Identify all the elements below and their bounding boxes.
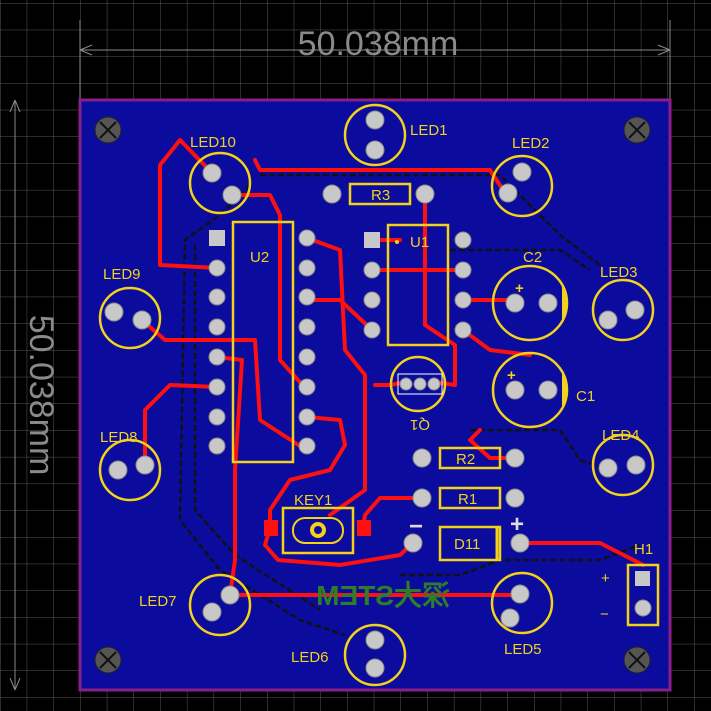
dimension-width-label: 50.038mm (298, 25, 459, 63)
u2-label: U2 (250, 249, 269, 266)
ic-u2[interactable] (208, 220, 316, 464)
r3-label: R3 (371, 187, 390, 204)
ic-pin (298, 259, 316, 277)
ic-pin (298, 229, 316, 247)
ic-pin (208, 318, 226, 336)
led5-label: LED5 (504, 641, 542, 658)
transistor-q1[interactable] (389, 355, 447, 413)
dimension-vertical (9, 99, 21, 691)
c2-plus: + (515, 280, 524, 297)
led1-label: LED1 (410, 122, 448, 139)
h1-plus: + (601, 570, 610, 587)
ic-pin (208, 348, 226, 366)
led9[interactable] (98, 286, 162, 350)
ic-pin (208, 408, 226, 426)
ic-pin (298, 408, 316, 426)
led8-label: LED8 (100, 429, 138, 446)
d11-label: D11 (454, 536, 480, 553)
h1-minus: − (600, 606, 609, 623)
resistor-r2[interactable] (412, 446, 525, 470)
led6[interactable] (343, 623, 407, 687)
u1-label: U1 (410, 234, 429, 251)
led8[interactable] (98, 438, 162, 502)
ic-pin (209, 230, 225, 246)
ic-pin (208, 259, 226, 277)
ic-u1[interactable] (363, 223, 472, 347)
led3-label: LED3 (600, 264, 638, 281)
r1-label: R1 (458, 491, 477, 508)
switch-key1[interactable] (264, 506, 371, 555)
diode-d11[interactable] (403, 525, 530, 562)
resistor-r3[interactable] (322, 182, 435, 206)
d11-minus: − (409, 513, 423, 540)
q1-label: Q1 (410, 416, 430, 433)
c1-plus: + (507, 367, 516, 384)
led1[interactable] (343, 103, 407, 167)
ic-pin (363, 261, 381, 279)
ic-pin (298, 288, 316, 306)
ic-pin (298, 348, 316, 366)
ic-pin (363, 321, 381, 339)
header-h1[interactable] (626, 563, 660, 627)
ic-pin (454, 231, 472, 249)
mounting-hole-crosses (99, 121, 646, 669)
led10-label: LED10 (190, 134, 236, 151)
ic-pin (208, 378, 226, 396)
led10[interactable] (188, 151, 252, 215)
led2-label: LED2 (512, 135, 550, 152)
ic-pin (363, 291, 381, 309)
led7[interactable] (188, 573, 252, 637)
ic-pin (454, 261, 472, 279)
led3[interactable] (591, 278, 655, 342)
ic-pin (298, 318, 316, 336)
dimension-height-label: 50.038mm (22, 315, 60, 476)
c1-label: C1 (576, 388, 595, 405)
key1-label: KEY1 (294, 492, 332, 509)
capacitor-c1[interactable] (491, 351, 569, 429)
led9-label: LED9 (103, 266, 141, 283)
board-logo: 深大STEM (316, 580, 450, 611)
led5[interactable] (490, 571, 554, 635)
led6-label: LED6 (291, 649, 329, 666)
ic-pin (298, 378, 316, 396)
h1-label: H1 (634, 541, 653, 558)
resistor-r1[interactable] (412, 486, 525, 510)
ic-pin (208, 437, 226, 455)
led4[interactable] (591, 433, 655, 497)
bottom-layer-traces (178, 173, 641, 637)
r2-label: R2 (456, 451, 475, 468)
ic-pin (208, 288, 226, 306)
ic-pin (364, 232, 380, 248)
dimension-horizontal (79, 20, 671, 100)
capacitor-c2[interactable] (491, 264, 569, 342)
ic-pin (454, 291, 472, 309)
led2[interactable] (490, 154, 554, 218)
led4-label: LED4 (602, 427, 640, 444)
d11-plus: + (510, 511, 524, 538)
pcb-board[interactable] (78, 98, 672, 692)
ic-pin (454, 321, 472, 339)
led7-label: LED7 (139, 593, 177, 610)
top-layer-traces (140, 138, 645, 597)
ic-pin (298, 437, 316, 455)
c2-label: C2 (523, 249, 542, 266)
